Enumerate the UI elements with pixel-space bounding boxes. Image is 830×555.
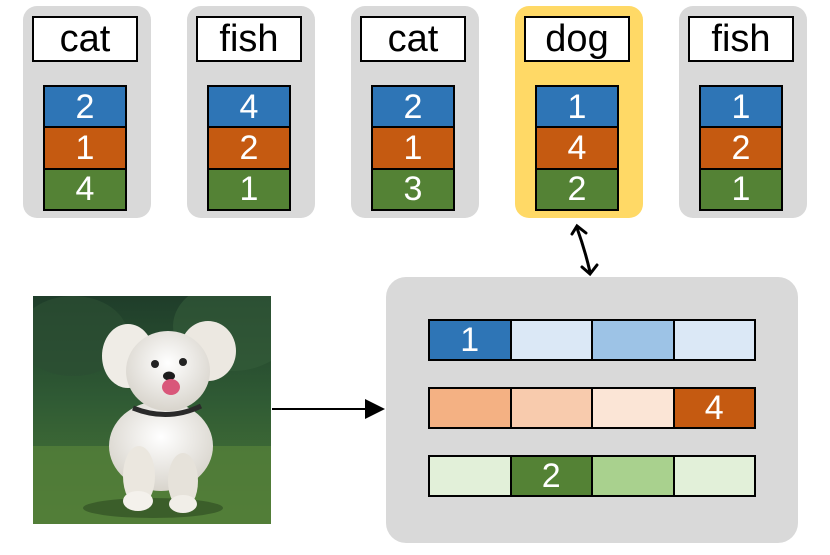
matrix-cell xyxy=(593,457,675,495)
matrix-cell xyxy=(674,321,754,359)
value-cell-green: 1 xyxy=(701,169,781,209)
card-4-highlighted: dog 1 4 2 xyxy=(515,6,643,218)
card-label: cat xyxy=(360,16,466,62)
matrix-cell: 4 xyxy=(674,389,754,427)
card-label: cat xyxy=(32,16,138,62)
value-cell-orange: 2 xyxy=(701,128,781,170)
card-5: fish 1 2 1 xyxy=(679,6,807,218)
value-cell-green: 4 xyxy=(45,169,125,209)
card-label: fish xyxy=(196,16,302,62)
matrix-cell xyxy=(430,457,512,495)
matrix-row-orange: 4 xyxy=(428,387,756,429)
value-stack: 1 2 1 xyxy=(699,85,783,211)
value-stack: 4 2 1 xyxy=(207,85,291,211)
matrix-cell xyxy=(511,321,593,359)
value-cell-blue: 4 xyxy=(209,87,289,129)
matrix-cell xyxy=(674,457,754,495)
value-cell-orange: 1 xyxy=(45,128,125,170)
matrix-row-blue: 1 xyxy=(428,319,756,361)
matrix-cell xyxy=(511,389,593,427)
value-cell-green: 2 xyxy=(537,169,617,209)
card-1: cat 2 1 4 xyxy=(23,6,151,218)
value-cell-orange: 1 xyxy=(373,128,453,170)
value-stack: 2 1 3 xyxy=(371,85,455,211)
value-stack: 2 1 4 xyxy=(43,85,127,211)
value-stack: 1 4 2 xyxy=(535,85,619,211)
dog-photo xyxy=(33,296,271,524)
value-cell-orange: 2 xyxy=(209,128,289,170)
value-cell-blue: 2 xyxy=(373,87,453,129)
value-cell-green: 1 xyxy=(209,169,289,209)
matrix-cell xyxy=(430,389,512,427)
card-3: cat 2 1 3 xyxy=(351,6,479,218)
value-cell-orange: 4 xyxy=(537,128,617,170)
card-label: dog xyxy=(524,16,630,62)
value-cell-blue: 1 xyxy=(537,87,617,129)
embedding-panel: 1 4 2 xyxy=(386,277,798,543)
matrix-cell xyxy=(593,389,675,427)
card-label: fish xyxy=(688,16,794,62)
card-2: fish 4 2 1 xyxy=(187,6,315,218)
matrix-cell: 1 xyxy=(430,321,512,359)
value-cell-blue: 2 xyxy=(45,87,125,129)
matrix-cell xyxy=(593,321,675,359)
value-cell-blue: 1 xyxy=(701,87,781,129)
matrix-row-green: 2 xyxy=(428,455,756,497)
dog-illustration xyxy=(33,296,271,524)
value-cell-green: 3 xyxy=(373,169,453,209)
double-arrow-icon xyxy=(570,223,599,277)
matrix-cell: 2 xyxy=(511,457,593,495)
